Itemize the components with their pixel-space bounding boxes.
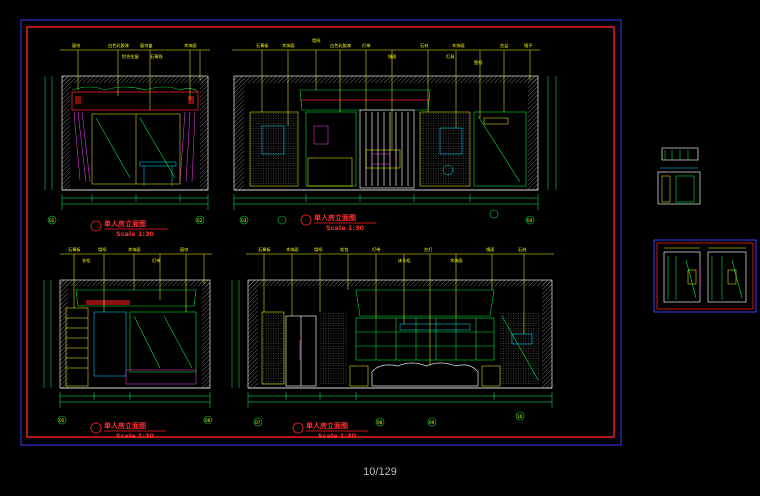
view3-annotation: 灯带: [152, 257, 160, 264]
view2-annotation: 白色乳胶漆: [330, 42, 351, 49]
view2-gridmark: 04: [527, 218, 533, 223]
view2-annotation: 木饰面: [282, 42, 295, 49]
view4-annotation: 台灯: [424, 246, 433, 253]
view2-annotation: 灯带: [362, 42, 370, 49]
view3-annotation: 窗帘: [180, 246, 188, 253]
elevation-view-2: 石膏板 木饰面 墙纸 白色乳胶漆 灯带 镜面 石材 灯具 木饰面 壁纸 台盆 镜…: [232, 37, 557, 232]
view2-annotation: 石材: [420, 42, 428, 49]
view4-gridmark: 10: [517, 414, 523, 419]
view4-annotation: 床头柜: [398, 257, 411, 264]
view4-annotation: 灯带: [372, 246, 380, 253]
view4-annotation: 墙纸: [314, 246, 323, 253]
view3-gridmark: 05: [59, 418, 65, 423]
sheet-inner-frame: [26, 26, 615, 438]
view1-annotation: 窗帘: [72, 42, 80, 49]
view3-gridmark: 06: [205, 418, 211, 423]
view1-scale: Scale 1:30: [116, 230, 154, 238]
view3-annotation: 衣柜: [82, 257, 90, 264]
sheet-thumbnail-large[interactable]: [653, 239, 757, 313]
elevation-view-1: 窗帘 白色乳胶漆 窗帘盒 木饰面 铝合金窗 石膏线 01 02 单人房立面图 S…: [44, 42, 210, 238]
view2-scale: Scale 1:30: [326, 224, 364, 232]
view3-title: 单人房立面图: [104, 421, 146, 430]
view4-title: 单人房立面图: [306, 421, 348, 430]
view2-annotation: 木饰面: [452, 42, 465, 49]
view1-gridmark: 02: [197, 218, 203, 223]
view3-scale: Scale 1:30: [116, 432, 154, 440]
view1-annotation: 木饰面: [184, 42, 197, 49]
view2-gridmark: 03: [241, 218, 247, 223]
view3-annotation: 木饰面: [128, 246, 141, 253]
view3-annotation: 墙纸: [98, 246, 107, 253]
sheet-outer-frame: [20, 19, 622, 446]
view4-annotation: 软包: [340, 246, 349, 253]
view1-annotation: 铝合金窗: [122, 53, 139, 60]
view2-title: 单人房立面图: [314, 213, 356, 222]
sheet-thumbnail-small[interactable]: [656, 145, 708, 207]
view4-gridmark: 08: [377, 420, 383, 425]
view2-annotation: 壁纸: [474, 59, 483, 66]
view4-annotation: 石膏板: [258, 246, 271, 253]
view4-annotation: 木饰面: [450, 257, 463, 264]
view2-annotation: 墙纸: [312, 37, 321, 44]
view4-gridmark: 07: [255, 420, 261, 425]
view2-annotation: 镜子: [524, 42, 532, 49]
view4-annotation: 镜面: [486, 246, 494, 253]
view4-annotation: 木饰面: [286, 246, 299, 253]
page-counter: 10/129: [363, 466, 397, 478]
view2-annotation: 镜面: [388, 53, 396, 60]
view1-annotation: 石膏线: [150, 53, 163, 60]
view1-annotation: 窗帘盒: [140, 42, 153, 49]
view1-gridmark: 01: [49, 218, 55, 223]
view4-annotation: 石材: [518, 246, 526, 253]
elevation-view-4: 石膏板 木饰面 墙纸 软包 灯带 床头柜 台灯 木饰面 镜面 石材 07 08 …: [231, 246, 554, 440]
view2-annotation: 台盆: [500, 42, 509, 49]
view2-annotation: 灯具: [446, 53, 455, 60]
view3-annotation: 石膏板: [68, 246, 81, 253]
view4-gridmark: 09: [429, 420, 435, 425]
view4-scale: Scale 1:30: [318, 432, 356, 440]
elevation-view-3: 石膏板 墙纸 木饰面 衣柜 灯带 窗帘 05 06 单人房立面图 Scale 1…: [43, 246, 213, 440]
view1-title: 单人房立面图: [104, 219, 146, 228]
view2-annotation: 石膏板: [256, 42, 269, 49]
view1-annotation: 白色乳胶漆: [108, 42, 129, 49]
